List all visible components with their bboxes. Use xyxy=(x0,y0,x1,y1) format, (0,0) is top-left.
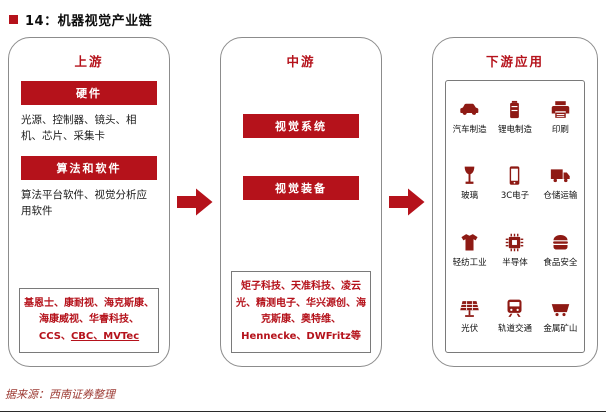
app-label: 金属矿山 xyxy=(543,323,578,334)
app-label: 3C电子 xyxy=(500,191,530,202)
app-label: 锂电制造 xyxy=(497,125,532,136)
software-items-text: 算法平台软件、视觉分析应用软件 xyxy=(21,188,147,217)
downstream-panel: 下游应用 汽车制造 锂电制造 印刷 玻璃 3C电子 xyxy=(432,37,598,367)
food-icon xyxy=(550,232,571,253)
app-label: 食品安全 xyxy=(543,257,578,268)
figure-title-row: 14：机器视觉产业链 xyxy=(0,0,606,31)
hardware-category-box: 硬件 xyxy=(21,81,157,105)
downstream-header: 下游应用 xyxy=(485,54,544,69)
app-item-glass: 玻璃 xyxy=(447,165,492,201)
upstream-companies-box: 基恩士、康耐视、海克斯康、海康威视、华睿科技、CCS、CBC、MVTec xyxy=(19,287,159,353)
midstream-companies-text: 矩子科技、天准科技、凌云光、精测电子、华兴源创、海克斯康、奥特维、Henneck… xyxy=(236,281,366,342)
wine-glass-icon xyxy=(459,165,480,186)
app-label: 玻璃 xyxy=(461,191,479,202)
app-label: 汽车制造 xyxy=(452,125,487,136)
app-item-printing: 印刷 xyxy=(538,99,583,135)
upstream-header: 上游 xyxy=(74,54,104,69)
printer-icon xyxy=(550,99,571,120)
app-item-textile: 轻纺工业 xyxy=(447,232,492,268)
app-item-semiconductor: 半导体 xyxy=(492,232,537,268)
right-arrow-icon xyxy=(177,187,213,217)
upstream-panel: 上游 硬件 光源、控制器、镜头、相机、芯片、采集卡 算法和软件 算法平台软件、视… xyxy=(8,37,170,367)
smartphone-icon xyxy=(504,165,525,186)
tshirt-icon xyxy=(459,232,480,253)
app-item-battery: 锂电制造 xyxy=(492,99,537,135)
app-item-food: 食品安全 xyxy=(538,232,583,268)
app-item-rail: 轨道交通 xyxy=(492,298,537,334)
hardware-items-text: 光源、控制器、镜头、相机、芯片、采集卡 xyxy=(21,114,137,143)
train-icon xyxy=(504,298,525,319)
source-note: 据来源：西南证券整理 xyxy=(5,388,115,401)
app-label: 轻纺工业 xyxy=(452,257,487,268)
vision-system-box: 视觉系统 xyxy=(243,114,359,138)
vision-equipment-box: 视觉装备 xyxy=(243,176,359,200)
app-label: 仓储运输 xyxy=(543,191,578,202)
figure-title: 14：机器视觉产业链 xyxy=(25,14,153,29)
truck-icon xyxy=(550,165,571,186)
upstream-companies-underlined-text: CBC、MVTec xyxy=(70,330,140,342)
app-item-3c: 3C电子 xyxy=(492,165,537,201)
solar-panel-icon xyxy=(459,298,480,319)
upstream-companies-text: 基恩士、康耐视、海克斯康、海康威视、华睿科技、CCS、 xyxy=(24,297,154,342)
arrow-midstream-to-downstream xyxy=(382,37,432,367)
right-arrow-icon xyxy=(389,187,425,217)
bottom-divider xyxy=(0,411,606,412)
midstream-header: 中游 xyxy=(286,54,316,69)
app-item-auto: 汽车制造 xyxy=(447,99,492,135)
app-item-mining: 金属矿山 xyxy=(538,298,583,334)
battery-icon xyxy=(504,99,525,120)
app-label: 光伏 xyxy=(461,323,479,334)
title-bullet-square xyxy=(9,15,18,24)
app-label: 半导体 xyxy=(502,257,528,268)
app-label: 轨道交通 xyxy=(497,323,532,334)
car-icon xyxy=(459,99,480,120)
midstream-companies-box: 矩子科技、天准科技、凌云光、精测电子、华兴源创、海克斯康、奥特维、Henneck… xyxy=(231,271,371,353)
industry-chain-diagram: 上游 硬件 光源、控制器、镜头、相机、芯片、采集卡 算法和软件 算法平台软件、视… xyxy=(0,31,606,367)
app-label: 印刷 xyxy=(551,125,569,136)
app-item-solar: 光伏 xyxy=(447,298,492,334)
midstream-panel: 中游 视觉系统 视觉装备 矩子科技、天准科技、凌云光、精测电子、华兴源创、海克斯… xyxy=(220,37,382,367)
arrow-upstream-to-midstream xyxy=(170,37,220,367)
chip-icon xyxy=(504,232,525,253)
mine-cart-icon xyxy=(550,298,571,319)
software-category-box: 算法和软件 xyxy=(21,155,157,180)
app-item-logistics: 仓储运输 xyxy=(538,165,583,201)
downstream-applications-grid: 汽车制造 锂电制造 印刷 玻璃 3C电子 仓储运输 xyxy=(445,80,585,353)
